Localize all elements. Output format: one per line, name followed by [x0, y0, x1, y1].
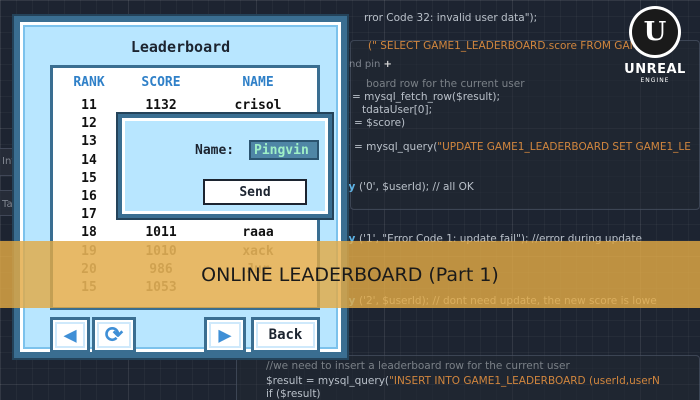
send-button[interactable]: Send — [203, 179, 307, 205]
banner-title: ONLINE LEADERBOARD (Part 1) — [201, 263, 499, 286]
cell-score: 1132 — [145, 98, 177, 113]
table-row: 15 — [53, 171, 317, 189]
code-line: $result = mysql_query("INSERT INTO GAME1… — [266, 375, 660, 387]
leaderboard-title: Leaderboard — [130, 38, 231, 56]
cell-rank: 12 — [81, 116, 97, 132]
table-header: RANK SCORE NAME — [53, 75, 317, 93]
cell-rank: 14 — [81, 152, 97, 168]
code-line: //we need to insert a leaderboard row fo… — [266, 360, 570, 372]
header-name: NAME — [242, 75, 274, 90]
cell-score: 1011 — [145, 225, 177, 241]
bg-node — [236, 355, 700, 400]
name-label: Name: — [195, 143, 235, 158]
code-line: tdataUser[0]; — [362, 104, 433, 116]
cell-rank: 18 — [81, 225, 97, 241]
name-input[interactable] — [249, 140, 319, 160]
code-line: rror Code 32: invalid user data"); — [364, 12, 538, 24]
name-dialog: Name: Send — [116, 112, 334, 220]
title-banner: ONLINE LEADERBOARD (Part 1) — [0, 241, 700, 308]
prev-page-button[interactable]: ◀ — [50, 317, 90, 353]
right-arrow-icon: ▶ — [209, 322, 241, 348]
refresh-button[interactable]: ⟳ — [92, 317, 136, 353]
table-row: 17 — [53, 207, 317, 225]
logo-subtitle: ENGINE — [640, 77, 670, 84]
left-arrow-icon: ◀ — [55, 322, 85, 348]
bg-label: Int — [2, 156, 16, 167]
cell-rank: 11 — [81, 98, 97, 113]
back-button[interactable]: Back — [251, 317, 320, 353]
cell-rank: 17 — [81, 207, 97, 223]
logo-title: UNREAL — [624, 62, 686, 77]
code-line: = mysql_fetch_row($result); — [352, 91, 501, 103]
table-row: 14 — [53, 153, 317, 171]
code-line: if ($result) — [266, 388, 321, 400]
table-row: 16 — [53, 189, 317, 207]
cell-rank: 13 — [81, 134, 97, 150]
unreal-u-icon: U — [629, 6, 681, 58]
table-row: 12 — [53, 116, 317, 134]
cell-name: raaa — [242, 225, 274, 241]
name-dialog-inner: Name: Send — [122, 118, 328, 214]
bg-pin-label: nd pin + — [349, 59, 392, 70]
back-button-label: Back — [256, 322, 315, 348]
next-page-button[interactable]: ▶ — [204, 317, 246, 353]
table-row: 11 1132 crisol — [53, 98, 317, 116]
header-rank: RANK — [73, 75, 105, 90]
code-line: board row for the current user — [366, 78, 525, 90]
code-line: = $score) — [354, 117, 406, 129]
bg-label: Ta — [2, 199, 13, 210]
code-line: = mysql_query("UPDATE GAME1_LEADERBOARD … — [354, 141, 691, 153]
unreal-engine-logo: U UNREAL ENGINE — [620, 6, 690, 84]
refresh-icon: ⟳ — [97, 322, 131, 348]
cell-name: crisol — [234, 98, 282, 113]
bg-node — [350, 40, 700, 210]
table-row: 18 1011 raaa — [53, 225, 317, 243]
code-line: (" SELECT GAME1_LEADERBOARD.score FROM G… — [368, 40, 670, 52]
header-score: SCORE — [141, 75, 181, 90]
table-row: 13 — [53, 134, 317, 152]
cell-rank: 15 — [81, 170, 97, 186]
cell-rank: 16 — [81, 189, 97, 204]
